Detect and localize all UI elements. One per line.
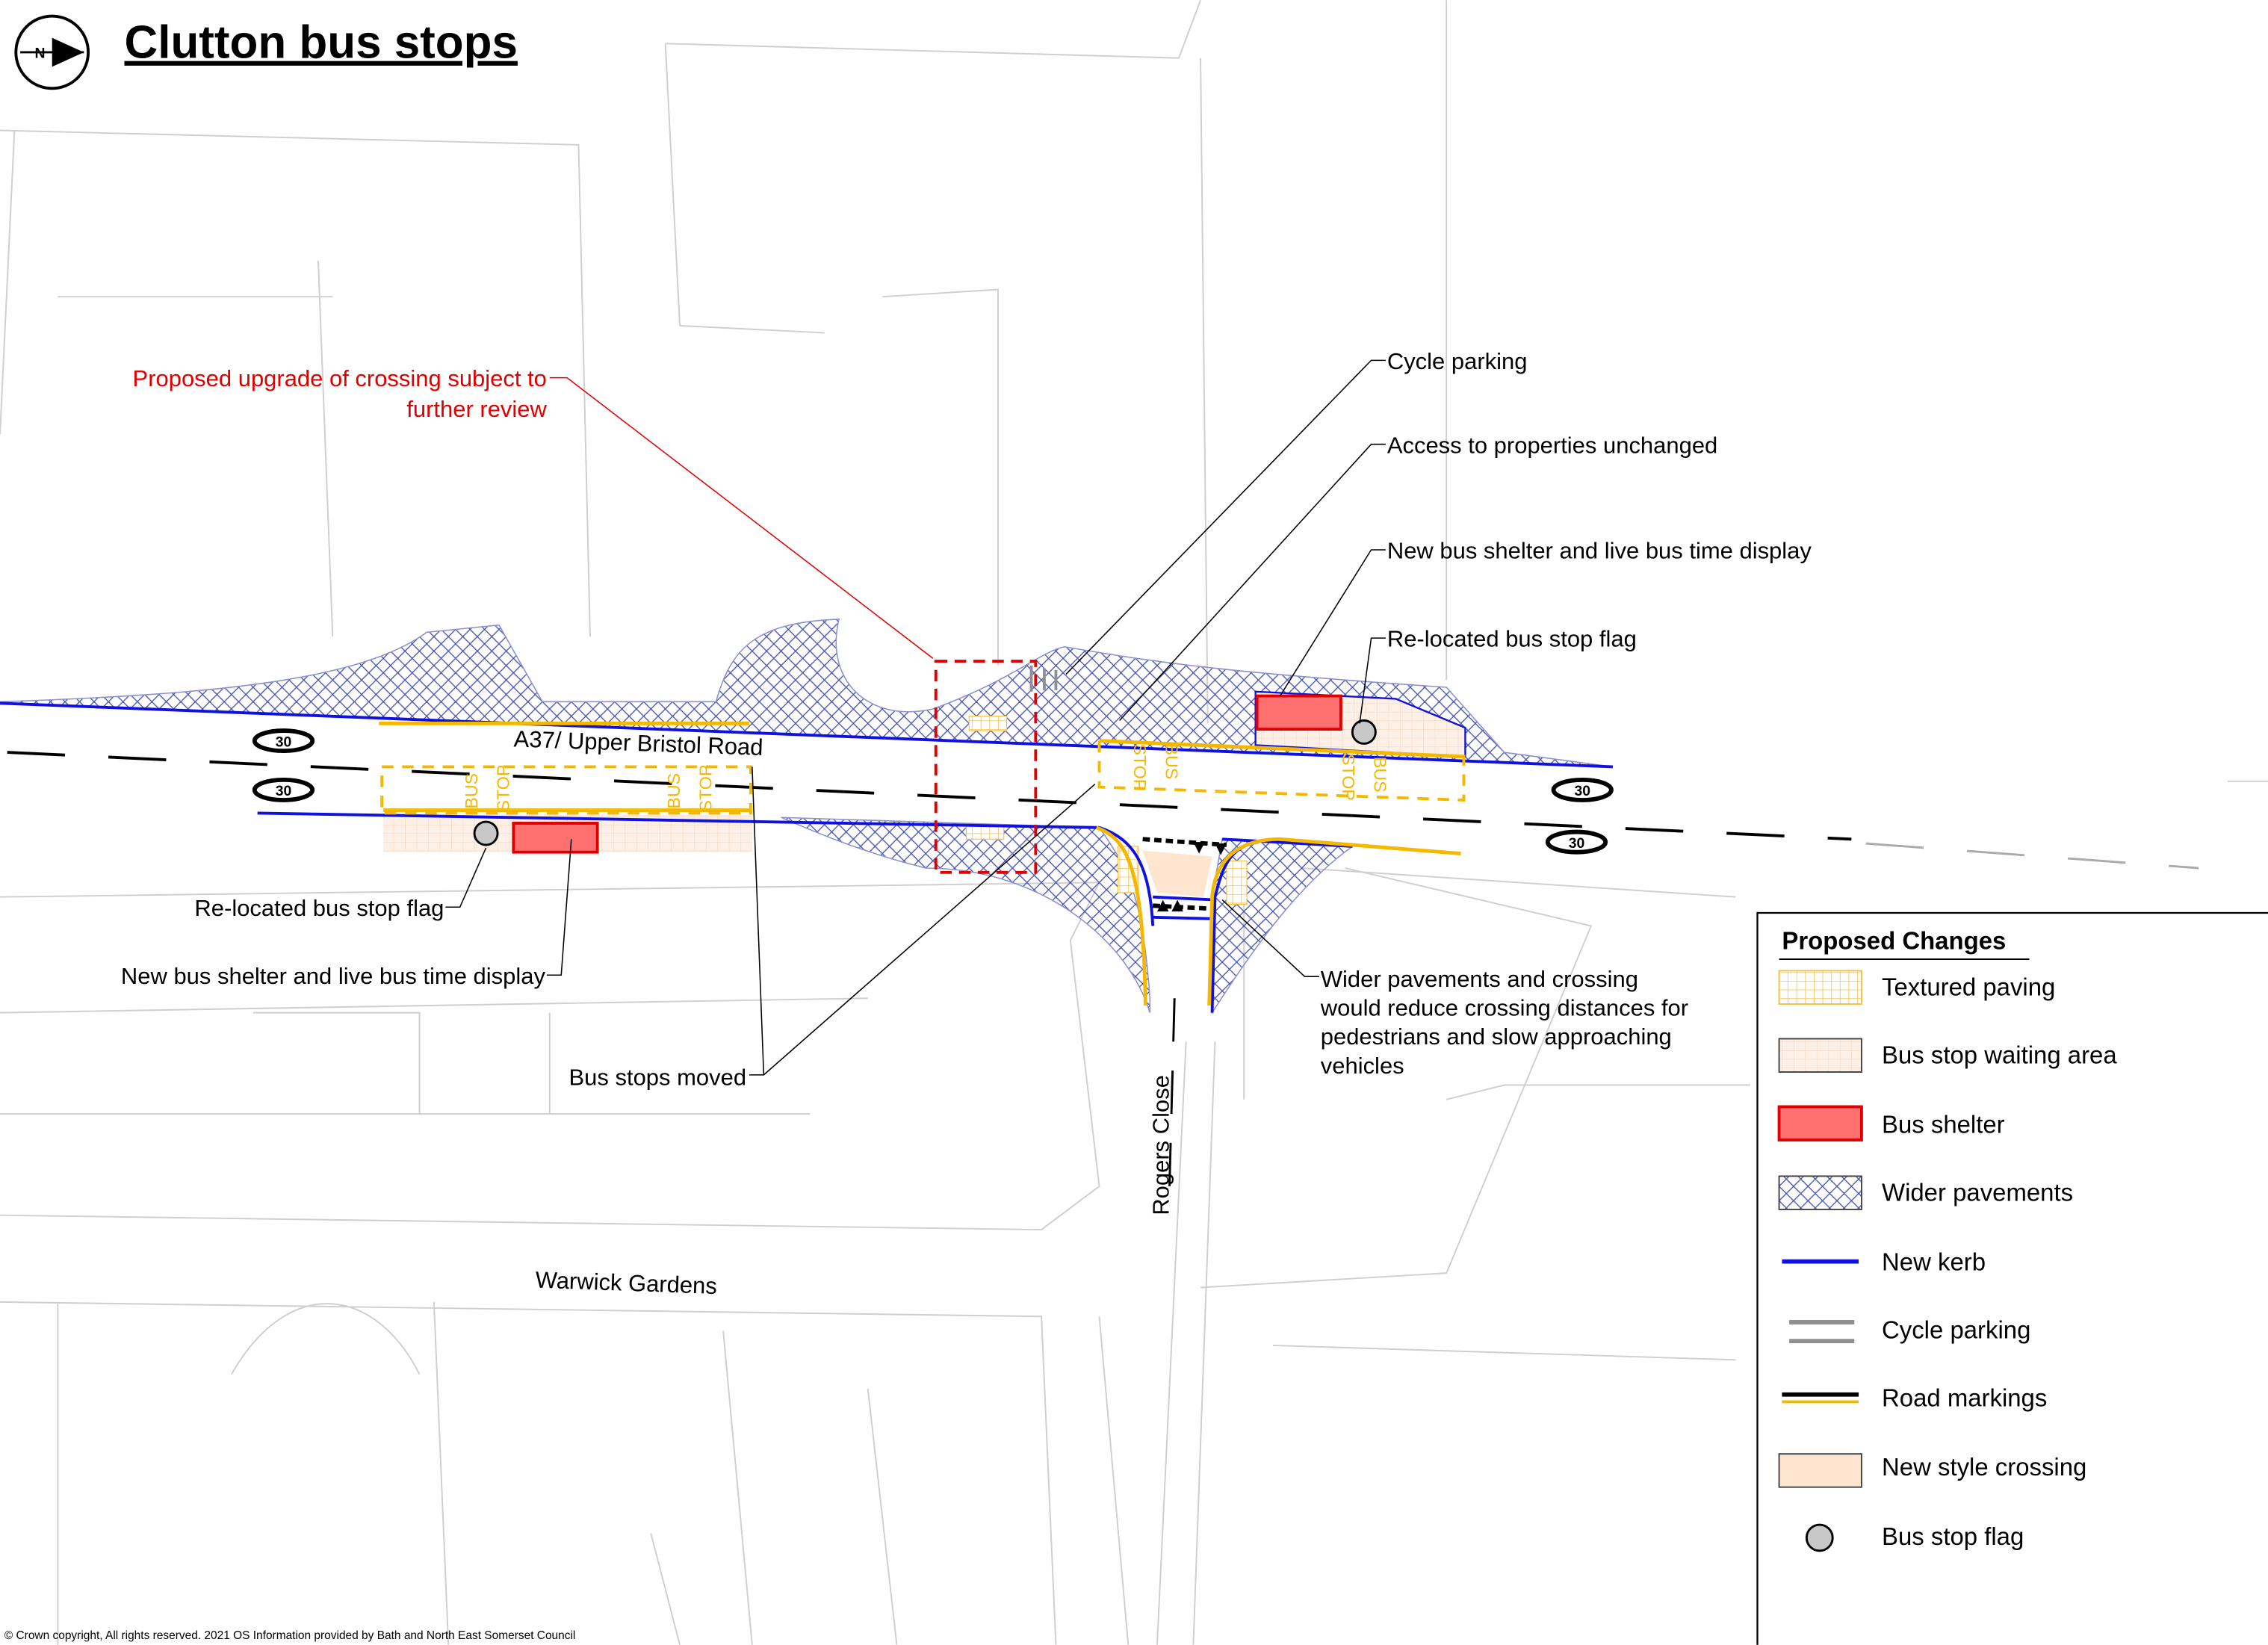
legend-item-label: Textured paving	[1882, 973, 2055, 1000]
annotation-wider-2: would reduce crossing distances for	[1320, 994, 1688, 1020]
bus-shelter-south	[512, 822, 599, 854]
legend-item-label: Bus shelter	[1882, 1110, 2005, 1138]
road-markings-yellow	[379, 721, 1466, 1006]
wider-pavement-north	[0, 619, 1613, 768]
svg-text:30: 30	[1574, 783, 1590, 799]
annotation-wider-4: vehicles	[1321, 1053, 1404, 1079]
legend-item-label: Bus stop flag	[1882, 1522, 2024, 1550]
bus-shelter-north	[1255, 694, 1342, 731]
bus-stop-box-south	[380, 765, 752, 815]
cycle-parking	[1029, 665, 1058, 692]
legend-item-label: Road markings	[1882, 1384, 2047, 1411]
svg-text:STOP: STOP	[696, 765, 716, 812]
legend-item-label: Cycle parking	[1882, 1316, 2030, 1343]
svg-text:BUS: BUS	[1370, 757, 1389, 793]
annotation-new-shelter-north: New bus shelter and live bus time displa…	[1387, 538, 1812, 564]
textured-paving-swatch	[1778, 970, 1862, 1005]
wider-pavement-south	[781, 817, 1151, 1013]
bus-stop-box-north	[1097, 740, 1466, 802]
legend-item-label: New kerb	[1882, 1248, 1986, 1275]
annotation-access: Access to properties unchanged	[1387, 432, 1717, 458]
svg-text:BUS: BUS	[462, 773, 481, 809]
side-road-centre	[1168, 998, 1176, 1215]
annotation-crossing-review-2: further review	[406, 396, 547, 422]
new-style-crossing	[1142, 850, 1212, 897]
svg-text:30: 30	[276, 734, 292, 750]
svg-text:BUS: BUS	[664, 773, 684, 809]
legend-item-label: Wider pavements	[1882, 1178, 2073, 1206]
annotation-flag-north: Re-located bus stop flag	[1387, 626, 1637, 652]
grey-circle-swatch	[1805, 1523, 1834, 1552]
give-way-arrows	[1156, 842, 1227, 912]
annotation-wider-1: Wider pavements and crossing	[1321, 966, 1638, 992]
textured-paving	[968, 716, 1008, 731]
legend: Proposed Changes Textured paving Bus sto…	[1756, 911, 2268, 1645]
annotation-flag-south: Re-located bus stop flag	[194, 895, 444, 921]
road-name-warwick: Warwick Gardens	[535, 1267, 717, 1299]
waiting-area-swatch	[1778, 1038, 1862, 1073]
svg-text:BUS: BUS	[1162, 743, 1182, 779]
legend-title: Proposed Changes	[1782, 926, 2006, 954]
north-arrow: N	[14, 14, 90, 90]
annotation-crossing-review: Proposed upgrade of crossing subject to	[133, 365, 547, 391]
centre-line-faded	[1865, 842, 2199, 870]
grey-lines-swatch	[1789, 1320, 1855, 1344]
annotation-new-shelter-south: New bus shelter and live bus time displa…	[121, 963, 546, 989]
road-name-side: Rogers Close	[1147, 1075, 1174, 1215]
annotation-wider-3: pedestrians and slow approaching	[1321, 1023, 1672, 1050]
centre-line	[7, 751, 1852, 841]
copyright: © Crown copyright, All rights reserved. …	[4, 1629, 576, 1642]
textured-paving	[1226, 860, 1248, 905]
annotation-bus-stops-moved: Bus stops moved	[569, 1064, 747, 1090]
svg-text:N: N	[34, 46, 45, 62]
hatch-swatch	[1778, 1175, 1862, 1210]
annotation-leaders	[445, 359, 1386, 1076]
legend-item-label: New style crossing	[1882, 1453, 2086, 1481]
svg-text:STOP: STOP	[1339, 754, 1358, 801]
speed-markings: 30 30 30 30	[252, 728, 1614, 855]
svg-text:STOP: STOP	[494, 765, 513, 812]
peach-swatch	[1778, 1453, 1862, 1488]
svg-text:30: 30	[1569, 835, 1585, 852]
bus-stop-lettering: BUS STOP BUS STOP BUS STOP BUS STOP	[462, 743, 1389, 811]
bus-shelter-swatch	[1777, 1105, 1863, 1141]
bus-stop-flag-south	[473, 820, 499, 846]
annotations: Proposed upgrade of crossing subject to …	[121, 348, 1812, 1090]
crossing-review-box	[934, 660, 1038, 874]
svg-text:STOP: STOP	[1130, 743, 1150, 790]
bus-stop-flag-north	[1351, 719, 1377, 745]
page-title: Clutton bus stops	[125, 17, 518, 69]
annotation-cycle-parking: Cycle parking	[1387, 348, 1528, 374]
legend-item-label: Bus stop waiting area	[1882, 1041, 2117, 1068]
svg-text:30: 30	[276, 783, 292, 799]
